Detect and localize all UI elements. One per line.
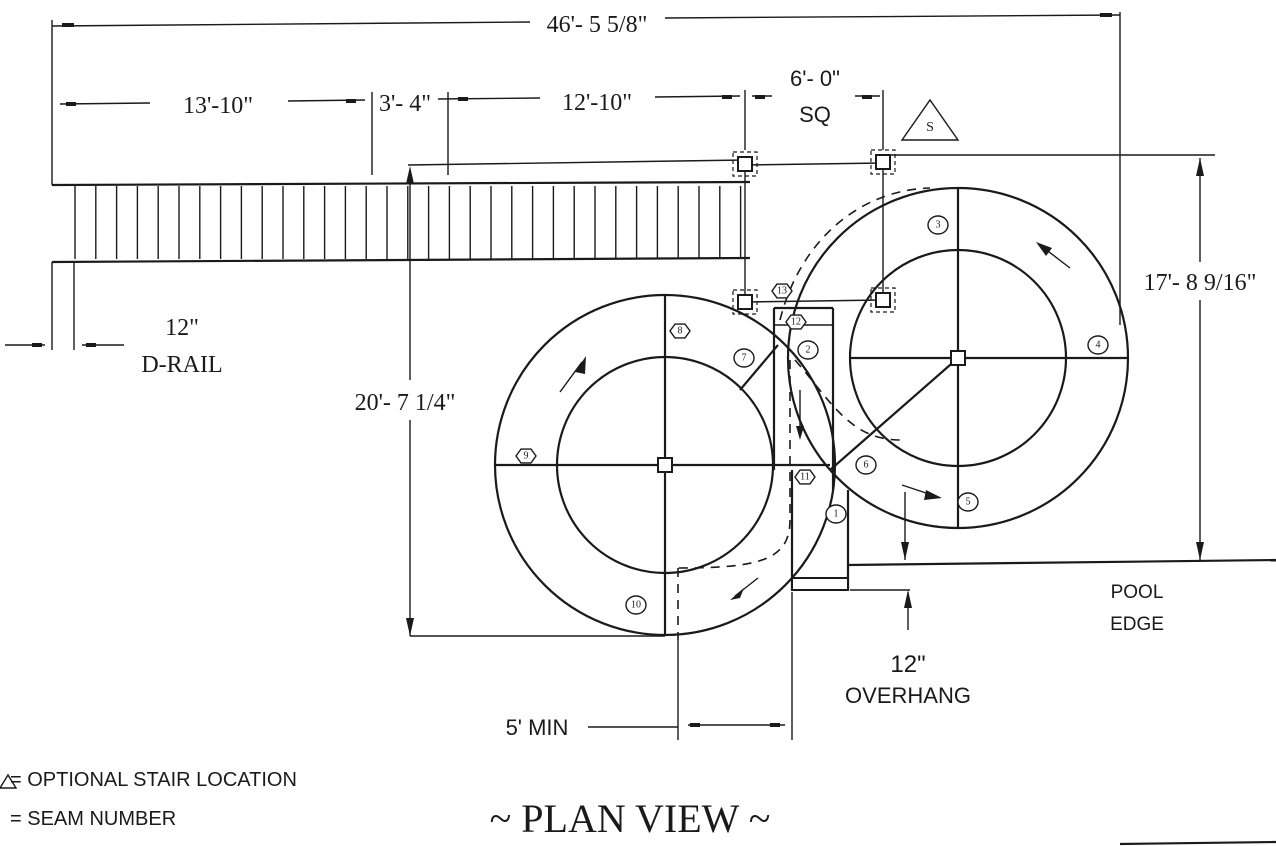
tower-frame: [732, 149, 896, 315]
seam-marker: 10: [625, 595, 647, 615]
pool-edge-label: POOL: [1111, 582, 1164, 603]
seam-marker: 13: [771, 283, 793, 299]
seam-number-label: 9: [524, 451, 529, 462]
seam-number-label: 6: [864, 460, 869, 471]
d-rail-value-label: 12": [165, 315, 199, 341]
seam-marker: 6: [855, 455, 877, 475]
seam-number-label: 12: [791, 317, 801, 328]
seam-number-label: 1: [834, 509, 839, 520]
legend: = OPTIONAL STAIR LOCATION = SEAM NUMBER: [0, 769, 297, 830]
rail-segment-dimensions: 13'-10" 3'- 4" 12'-10" 6'- 0" SQ: [59, 66, 884, 175]
seam-number-label: 13: [777, 286, 787, 297]
left-height-dimension: 20'- 7 1/4": [355, 166, 665, 637]
overhang-label: OVERHANG: [845, 683, 971, 708]
seam-number-label: 10: [631, 600, 641, 611]
pool-edge-label-2: EDGE: [1110, 614, 1164, 635]
legend-stair-icon: [0, 773, 18, 789]
seam-number-label: 4: [1096, 340, 1101, 351]
legend-optional-stair: = OPTIONAL STAIR LOCATION: [10, 769, 297, 791]
right-height-label: 17'- 8 9/16": [1144, 270, 1257, 296]
tower-post: [870, 287, 896, 313]
seam-marker: 11: [794, 469, 816, 485]
overall-length-label: 46'- 5 5/8": [547, 12, 648, 38]
seam-marker: 4: [1087, 335, 1109, 355]
stair-marker: S: [900, 98, 960, 141]
seam-number-label: 3: [936, 220, 941, 231]
seam-number-label: 11: [800, 472, 810, 483]
rail-segment-c-label: 12'-10": [562, 90, 632, 116]
right-center-post: [950, 350, 966, 366]
tower-post: [732, 151, 758, 177]
seam-marker: 7: [733, 348, 755, 368]
overall-dimension: 46'- 5 5/8": [51, 12, 1121, 325]
pool-edge: POOL EDGE 12" OVERHANG: [845, 492, 1276, 708]
tower-post: [870, 149, 896, 175]
tower-size-unit-label: SQ: [799, 102, 831, 127]
left-height-label: 20'- 7 1/4": [355, 390, 456, 416]
min-clearance-dimension: 5' MIN: [506, 592, 793, 740]
seam-number-label: 8: [678, 326, 683, 337]
d-rail-label: D-RAIL: [141, 352, 222, 378]
seam-marker: 5: [957, 492, 979, 512]
deck-rail: [51, 159, 751, 264]
rail-segment-a-label: 13'-10": [183, 93, 253, 119]
legend-seam-number: = SEAM NUMBER: [10, 808, 176, 830]
overhang-value-label: 12": [890, 651, 925, 678]
seam-number-label: 7: [742, 353, 747, 364]
seam-marker: 1: [825, 504, 847, 524]
right-slide-loop: [779, 186, 1130, 530]
seam-marker: 12: [785, 314, 807, 330]
tower-size-label: 6'- 0": [790, 66, 840, 91]
seam-marker: 8: [669, 323, 691, 339]
rail-segment-b-label: 3'- 4": [379, 91, 431, 117]
right-height-dimension: 17'- 8 9/16": [890, 154, 1257, 560]
seam-marker: 3: [927, 215, 949, 235]
left-slide-loop: [493, 293, 901, 640]
min-clearance-label: 5' MIN: [506, 715, 569, 740]
seam-number-label: 2: [806, 345, 811, 356]
exit-flume: [772, 306, 850, 591]
seam-marker: 9: [515, 448, 537, 464]
left-center-post: [657, 457, 673, 473]
drawing-title: ~ PLAN VIEW ~: [490, 796, 771, 841]
seam-number-label: 5: [966, 497, 971, 508]
seam-marker: 2: [797, 340, 819, 360]
stair-marker-label: S: [926, 120, 934, 135]
d-rail-dimension: 12" D-RAIL: [5, 262, 223, 378]
